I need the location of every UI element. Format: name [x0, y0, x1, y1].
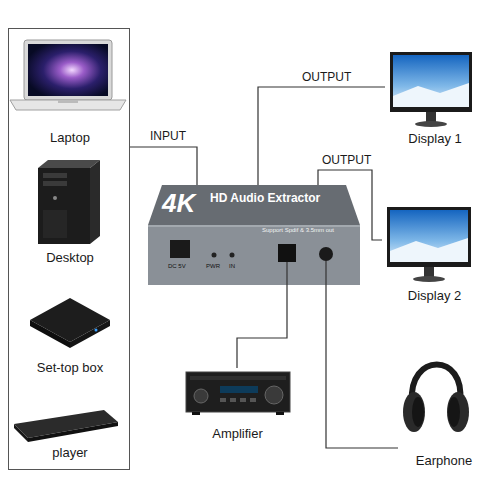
tower-front	[38, 168, 90, 244]
port-name: DC 5V	[168, 263, 186, 270]
monitor-stand	[426, 112, 436, 122]
power-button	[53, 196, 57, 200]
desktop-icon	[38, 160, 100, 244]
monitor-icon	[390, 52, 472, 127]
tower-top	[38, 160, 100, 168]
power-port	[170, 240, 190, 258]
monitor-frame	[390, 52, 472, 112]
box-side	[70, 320, 110, 348]
port-wire	[286, 262, 287, 285]
drive-bay	[43, 173, 67, 178]
device-label: player	[52, 446, 87, 460]
amplifier-button	[250, 398, 256, 402]
port-label: OUTPUT	[320, 154, 373, 167]
amplifier-button	[220, 398, 226, 402]
monitor-stand	[424, 267, 434, 277]
set-top-box-icon	[30, 298, 110, 348]
power-led	[212, 253, 217, 258]
amplifier-icon	[186, 372, 290, 415]
monitor-frame	[387, 207, 471, 267]
monitor-screen	[390, 210, 468, 262]
monitor-screen	[393, 55, 469, 107]
monitor-base	[413, 276, 445, 282]
amplifier-body	[186, 372, 290, 412]
player-icon	[14, 410, 118, 442]
screen-landscape	[390, 238, 468, 262]
headphones-icon	[403, 365, 469, 433]
top-face	[148, 185, 360, 225]
tower-side	[90, 160, 100, 244]
edge-highlight	[148, 225, 360, 227]
monitor-base	[415, 121, 447, 127]
monitor-icon	[387, 207, 471, 282]
laptop-lid	[24, 40, 112, 100]
front-panel	[43, 210, 67, 238]
device-label: Display 1	[408, 132, 461, 146]
status-light	[95, 329, 98, 332]
port-label: INPUT	[148, 130, 188, 143]
laptop-base	[10, 100, 126, 110]
ear-pad	[412, 397, 424, 427]
ear-cup	[403, 392, 425, 432]
signal-cable	[237, 285, 287, 368]
amplifier-knob	[194, 389, 208, 403]
input-led	[230, 253, 235, 258]
laptop-icon	[10, 40, 126, 110]
port-wire	[325, 261, 326, 285]
laptop-notch	[58, 100, 78, 103]
amplifier-button	[240, 398, 246, 402]
source-panel: LaptopDesktopSet-top box player	[8, 28, 130, 470]
source-device: Desktop	[14, 157, 126, 267]
display-device: Display 2	[382, 200, 487, 305]
source-device: Set-top box	[14, 287, 126, 377]
audio-device: Amplifier	[180, 368, 295, 443]
amplifier-foot	[192, 412, 200, 415]
signal-cable	[326, 285, 398, 448]
product-name: HD Audio Extractor	[210, 192, 320, 205]
front-face	[148, 225, 360, 285]
device-label: Desktop	[46, 251, 94, 265]
player-front	[28, 422, 118, 442]
device-label: Laptop	[50, 131, 90, 145]
source-device: Laptop	[14, 37, 126, 147]
amplifier-trim	[190, 376, 286, 380]
device-label: Earphone	[416, 454, 472, 468]
signal-cable	[130, 147, 197, 185]
ear-pad	[448, 397, 460, 427]
audio-device: Earphone	[398, 345, 490, 470]
port-label: OUTPUT	[300, 71, 353, 84]
amplifier-button	[230, 398, 236, 402]
player-side	[14, 424, 28, 442]
drive-bay	[43, 181, 67, 186]
port-name: IN	[229, 263, 235, 270]
spec-note: Support Spdif & 3.5mm out	[262, 227, 334, 234]
port-name: PWR	[206, 263, 220, 270]
ear-cup	[447, 392, 469, 432]
display-device: Display 1	[385, 48, 485, 148]
audio-jack	[319, 247, 333, 261]
box-side	[30, 320, 70, 348]
device-label: Amplifier	[212, 427, 263, 441]
extractor-box: 4K HD Audio Extractor	[148, 185, 360, 285]
box-top	[30, 298, 110, 342]
amplifier-display	[220, 386, 258, 393]
laptop-screen	[28, 44, 108, 96]
model-badge: 4K	[162, 189, 195, 218]
optical-port	[278, 244, 296, 262]
amplifier-foot	[276, 412, 284, 415]
source-device: player	[14, 394, 126, 462]
device-label: Display 2	[408, 289, 461, 303]
device-label: Set-top box	[37, 361, 104, 375]
amplifier-knob	[265, 386, 283, 404]
screen-landscape	[393, 83, 469, 107]
